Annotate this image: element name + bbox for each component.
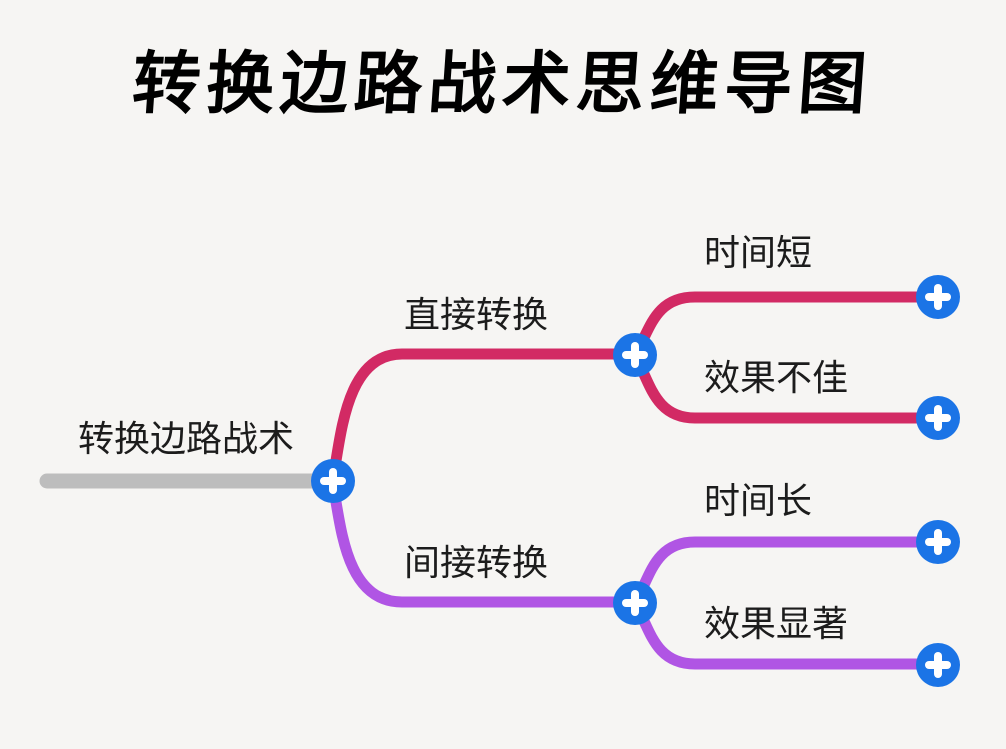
plus-icon: [311, 459, 355, 503]
plus-icon: [916, 396, 960, 440]
node-root-label[interactable]: 转换边路战术: [78, 418, 295, 459]
plus-icon: [916, 643, 960, 687]
node-direct-child1-label[interactable]: 时间短: [704, 232, 813, 273]
add-node-button-time-short[interactable]: [916, 275, 960, 319]
branch-line-direct-child-1: [631, 291, 936, 357]
node-indirect-label[interactable]: 间接转换: [404, 542, 549, 583]
branch-line-direct: [327, 348, 646, 484]
add-node-button-time-long[interactable]: [916, 520, 960, 564]
plus-icon: [613, 581, 657, 625]
add-node-button-root[interactable]: [311, 459, 355, 503]
plus-icon: [916, 275, 960, 319]
branch-line-indirect-child-1: [631, 536, 936, 605]
add-node-button-effect-poor[interactable]: [916, 396, 960, 440]
add-node-button-direct[interactable]: [613, 333, 657, 377]
node-direct-label[interactable]: 直接转换: [404, 294, 549, 335]
add-node-button-effect-significant[interactable]: [916, 643, 960, 687]
add-node-button-indirect[interactable]: [613, 581, 657, 625]
node-indirect-child2-label[interactable]: 效果显著: [704, 603, 849, 644]
node-direct-child2-label[interactable]: 效果不佳: [704, 357, 849, 398]
plus-icon: [916, 520, 960, 564]
plus-icon: [613, 333, 657, 377]
node-indirect-child1-label[interactable]: 时间长: [704, 480, 813, 521]
